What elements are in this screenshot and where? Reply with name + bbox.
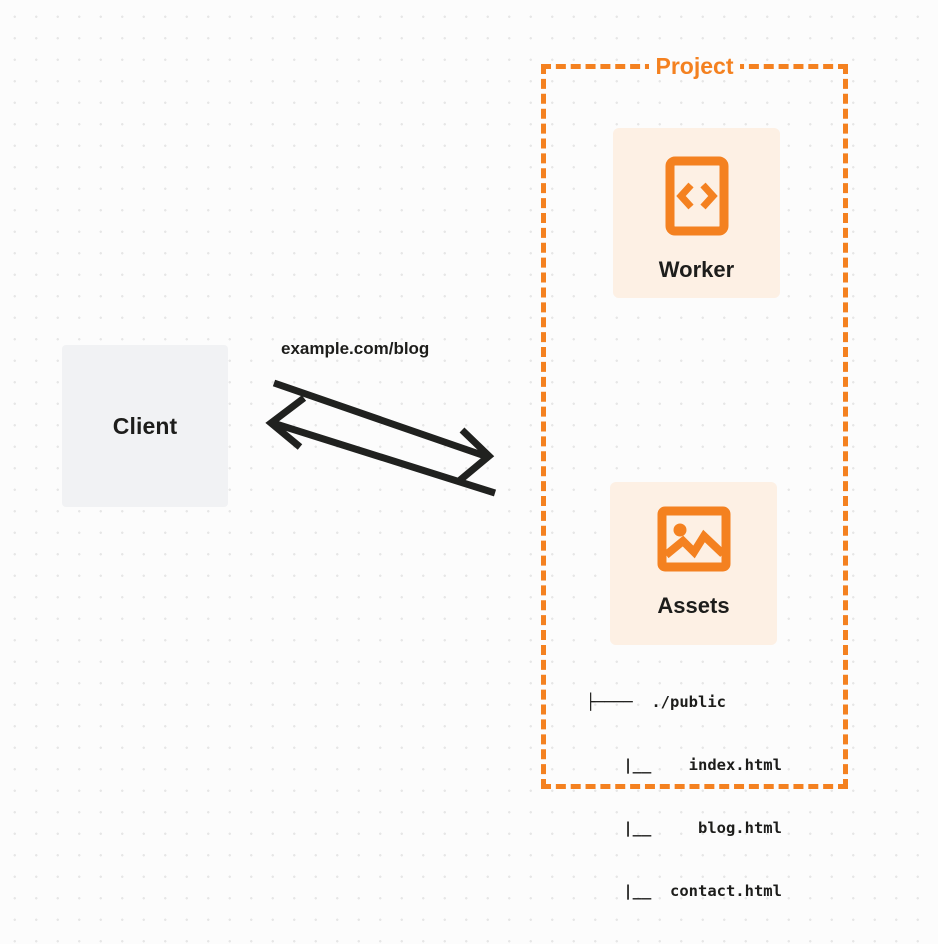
file-tree-row: |__ index.html bbox=[586, 756, 782, 774]
request-arrow-head bbox=[456, 427, 495, 484]
code-brackets-icon bbox=[665, 156, 729, 241]
file-tree-row: |__ blog.html bbox=[586, 819, 782, 837]
assets-card[interactable]: Assets bbox=[610, 482, 777, 645]
response-arrow-head bbox=[265, 395, 307, 450]
connection-label: example.com/blog bbox=[281, 339, 430, 358]
diagram-canvas: Client example.com/blog Project Worker bbox=[62, 52, 848, 900]
project-container: Project bbox=[541, 52, 848, 789]
client-label: Client bbox=[112, 412, 178, 439]
asset-file-tree: ├──── ./public |__ index.html |__ blog.h… bbox=[586, 650, 782, 944]
worker-label: Worker bbox=[658, 257, 735, 282]
project-title: Project bbox=[648, 52, 741, 80]
client-node[interactable]: Client bbox=[62, 345, 228, 507]
worker-card[interactable]: Worker bbox=[613, 128, 780, 298]
response-arrow-line bbox=[274, 420, 497, 497]
image-icon bbox=[657, 506, 731, 577]
request-arrow-line bbox=[272, 379, 487, 460]
assets-label: Assets bbox=[657, 593, 730, 618]
file-tree-row: |__ contact.html bbox=[586, 882, 782, 900]
file-tree-row: ├──── ./public bbox=[586, 693, 726, 711]
